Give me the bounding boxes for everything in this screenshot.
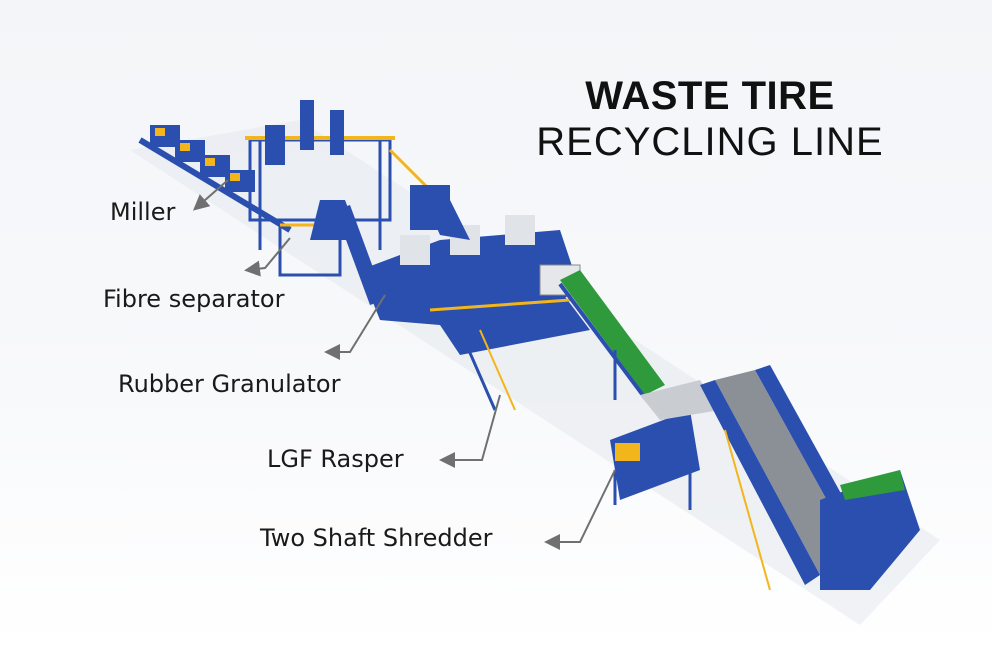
two-shaft-shredder-arrow	[544, 469, 616, 550]
label-two-shaft-shredder: Two Shaft Shredder	[260, 524, 493, 552]
label-lgf-rasper: LGF Rasper	[267, 445, 404, 473]
label-arrows	[192, 179, 616, 550]
title-line-2: RECYCLING LINE	[536, 120, 884, 164]
two-shaft-shredder	[610, 365, 920, 591]
label-miller: Miller	[110, 198, 176, 226]
rubber-granulator-arrow	[324, 294, 386, 360]
miller-machines	[138, 125, 292, 233]
label-fibre-separator: Fibre separator	[103, 285, 285, 313]
miller-arrow	[192, 179, 229, 211]
title-line-1: WASTE TIRE	[585, 74, 835, 118]
conveyor	[558, 270, 665, 400]
floor-shadow	[130, 120, 940, 625]
fibre-separator-arrow	[244, 237, 291, 277]
label-rubber-granulator: Rubber Granulator	[118, 370, 341, 398]
lgf-rasper-arrow	[439, 394, 501, 468]
